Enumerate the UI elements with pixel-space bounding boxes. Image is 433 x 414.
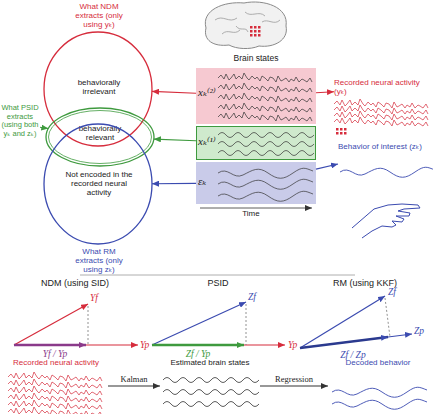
state-waves (163, 378, 259, 407)
text-label: NDM (using SID) (25, 279, 125, 289)
connector-arrow (316, 164, 338, 169)
text-label: Time (236, 210, 266, 219)
projection-line (385, 298, 390, 337)
node-text: Estimated brain states (160, 358, 260, 367)
connector-arrow (152, 183, 196, 184)
vector-arrow (300, 296, 385, 348)
signal-panel: Decoded behavior (328, 358, 428, 414)
node-text: Behavior of interest (zₖ) (338, 142, 433, 151)
hand-drawing (352, 204, 420, 238)
state-band: εₖ (196, 162, 316, 204)
vector-arrow (14, 344, 138, 345)
brain-outline (205, 2, 286, 49)
vector-label: Zp (414, 326, 424, 336)
neural-waves (8, 372, 102, 414)
edge-label: Kalman (121, 374, 148, 384)
vector-arrow (300, 334, 412, 348)
ellipse-outline (44, 32, 152, 146)
state-band: xₖ⁽²⁾ (196, 68, 316, 124)
connector-arrow (152, 91, 196, 93)
connector-arrow (40, 127, 48, 128)
behavior-wave (340, 167, 433, 177)
vector-label: Yf (90, 293, 98, 303)
vector-label: Yf / Yp (20, 349, 90, 359)
vector-label: Zf (388, 287, 396, 297)
psid-ellipse: behaviorally relevant (46, 108, 154, 166)
node-text: What RM extracts (only using zₖ) (68, 247, 130, 275)
ellipse-outline (46, 108, 154, 166)
connector-arrow (316, 92, 334, 93)
state-band: xₖ⁽¹⁾ (196, 126, 316, 160)
projection-arrow (152, 344, 244, 346)
connector-arrow (154, 139, 196, 141)
vector-label: Yp (288, 340, 297, 350)
signal-panel: Recorded neural activity (4, 358, 108, 414)
connector-arrow (108, 385, 160, 386)
brain-gyri (215, 12, 280, 34)
node-text: Not encoded in the recorded neural activ… (61, 170, 137, 198)
ellipse-outline (44, 124, 152, 244)
separator-line (80, 275, 355, 276)
node-text: behaviorally irrelevant (64, 78, 134, 96)
electrode-grid (250, 26, 261, 37)
node-text: behaviorally relevant (65, 124, 135, 142)
vector-arrow (152, 302, 246, 345)
vector-label: Zf (248, 292, 256, 302)
projection-line (88, 306, 89, 345)
vector-label: Zf / Yp (163, 349, 233, 359)
neural-waves (334, 99, 428, 126)
text-label: RM (using KKF) (315, 279, 415, 289)
node-text: Recorded neural activity (yₖ) (334, 78, 433, 96)
projection-arrow (300, 337, 388, 348)
behavior-wave (332, 387, 427, 409)
edge-label: Regression (275, 374, 313, 384)
projection-arrow (14, 344, 86, 346)
state-symbol: xₖ⁽²⁾ (198, 86, 222, 99)
signal-label: Behavior of interest (zₖ) (338, 142, 433, 164)
signal-label: Recorded neural activity (yₖ) (334, 78, 433, 100)
node-text: What PSID extracts (using both yₖ and zₖ… (0, 104, 40, 139)
vector-arrow (14, 304, 88, 345)
time-axis (200, 208, 312, 209)
signal-panel: Estimated brain states (160, 358, 260, 414)
text-label: PSID (168, 279, 268, 289)
callout-text: What PSID extracts (using both yₖ and zₖ… (0, 104, 40, 144)
state-waves (218, 73, 314, 201)
vector-label: Yp (140, 340, 149, 350)
node-text: What NDM extracts (only using yₖ) (68, 2, 130, 30)
brain-states-column: Brain states xₖ⁽²⁾ xₖ⁽¹⁾ εₖ (196, 54, 316, 204)
connector-arrow (260, 385, 328, 386)
state-symbol: xₖ⁽¹⁾ (198, 135, 222, 148)
vector-arrow (152, 344, 285, 345)
vector-label: Zf / Zp (318, 350, 388, 360)
node-text: Recorded neural activity (4, 358, 108, 367)
projection-line (246, 304, 247, 345)
state-symbol: εₖ (198, 175, 222, 188)
node-text: Brain states (196, 54, 316, 64)
electrode-grid (336, 128, 347, 135)
rm-ellipse: Not encoded in the recorded neural activ… (40, 124, 158, 274)
